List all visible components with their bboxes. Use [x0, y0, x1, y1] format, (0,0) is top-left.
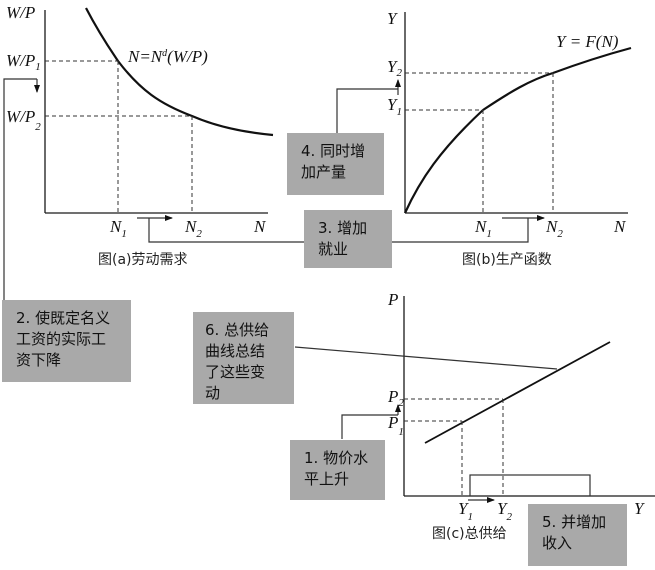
step-4-box: 4. 同时增 加产量 — [287, 133, 384, 195]
panel-b-y-label: Y — [387, 9, 398, 28]
tick-n2-a: N2 — [184, 217, 202, 240]
production-function-label: Y = F(N) — [556, 32, 619, 51]
panel-b-x-label: N — [613, 217, 627, 236]
tick-y1-b: Y1 — [387, 95, 402, 118]
production-function-curve — [403, 46, 632, 214]
labour-demand-curve — [85, 7, 274, 137]
labour-demand-curve-label: N=Nd(W/P) — [127, 47, 208, 66]
step-2-box: 2. 使既定名义 工资的实际工 资下降 — [2, 300, 131, 382]
panel-c-x-label: Y — [634, 499, 645, 518]
tick-p1: P1 — [387, 413, 404, 438]
panel-c-y-label: P — [387, 290, 398, 309]
step-1-box: 1. 物价水 平上升 — [290, 440, 385, 500]
panel-a-y-label: W/P — [6, 3, 35, 22]
tick-y2-b: Y2 — [387, 57, 402, 79]
tick-n2-b: N2 — [545, 217, 563, 240]
step-5-box: 5. 并增加 收入 — [528, 504, 627, 566]
panel-a-labour-demand: W/P W/P1 W/P2 N=Nd(W/P) N1 N2 N 图(a)劳动需求 — [6, 3, 274, 268]
tick-p2: P2 — [387, 387, 404, 409]
aggregate-supply-curve — [424, 341, 611, 444]
panel-b-caption: 图(b)生产函数 — [462, 252, 552, 268]
flow-connectors — [3, 78, 591, 497]
tick-y1-c: Y1 — [458, 499, 473, 523]
tick-w-p1: W/P1 — [6, 51, 41, 73]
panel-b-production-function: Y Y2 Y1 Y = F(N) N1 N2 N 图(b)生产函数 — [387, 9, 632, 268]
step-6-box: 6. 总供给 曲线总结 了这些变 动 — [193, 312, 294, 404]
panel-c-caption: 图(c)总供给 — [432, 526, 507, 542]
tick-n1-b: N1 — [474, 217, 492, 240]
panel-a-x-label: N — [253, 217, 267, 236]
panel-a-caption: 图(a)劳动需求 — [98, 252, 188, 268]
tick-y2-c: Y2 — [497, 499, 512, 523]
panel-c-aggregate-supply: P P2 P1 Y1 Y2 Y 图(c)总供给 — [387, 290, 655, 542]
step-3-box: 3. 增加 就业 — [304, 210, 392, 268]
tick-n1-a: N1 — [109, 217, 127, 240]
tick-w-p2: W/P2 — [6, 107, 41, 133]
